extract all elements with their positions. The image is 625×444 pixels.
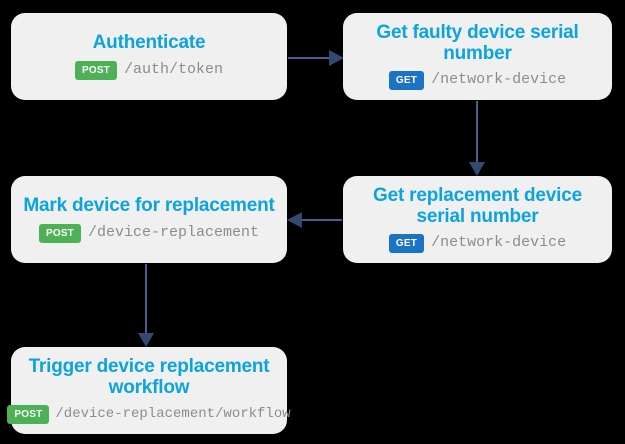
endpoint-path: /network-device (431, 71, 567, 89)
node-title: Authenticate (92, 32, 206, 54)
node-mark-device-for-replacement[interactable]: Mark device for replacement POST /device… (11, 176, 287, 263)
endpoint-path: /device-replacement/workflow (55, 405, 291, 422)
arrow-authenticate-to-faulty-serial (288, 50, 344, 66)
method-badge-get: GET (388, 234, 425, 254)
node-endpoint: POST /auth/token (74, 60, 224, 80)
node-endpoint: POST /device-replacement/workflow (7, 405, 291, 425)
arrow-mark-to-trigger-workflow (138, 264, 154, 347)
arrow-replacement-serial-to-mark (287, 212, 342, 228)
node-title: Get faulty device serial number (376, 21, 579, 64)
node-endpoint: GET /network-device (388, 71, 567, 91)
node-title: Get replacement device serial number (373, 184, 582, 227)
node-title: Trigger device replacement workflow (28, 355, 270, 398)
node-get-replacement-device-serial-number[interactable]: Get replacement device serial number GET… (343, 176, 612, 263)
node-endpoint: POST /device-replacement (38, 223, 260, 243)
node-title: Mark device for replacement (23, 195, 275, 217)
endpoint-path: /device-replacement (88, 224, 260, 241)
node-get-faulty-device-serial-number[interactable]: Get faulty device serial number GET /net… (343, 13, 612, 100)
node-endpoint: GET /network-device (388, 234, 567, 254)
node-trigger-device-replacement-workflow[interactable]: Trigger device replacement workflow POST… (7, 347, 291, 434)
method-badge-post: POST (38, 223, 81, 243)
arrow-faulty-serial-to-replacement-serial (469, 101, 485, 176)
method-badge-post: POST (74, 60, 117, 80)
endpoint-path: /network-device (431, 234, 567, 252)
node-authenticate[interactable]: Authenticate POST /auth/token (11, 13, 287, 100)
method-badge-get: GET (388, 71, 425, 91)
method-badge-post: POST (7, 405, 50, 425)
endpoint-path: /auth/token (124, 61, 224, 78)
